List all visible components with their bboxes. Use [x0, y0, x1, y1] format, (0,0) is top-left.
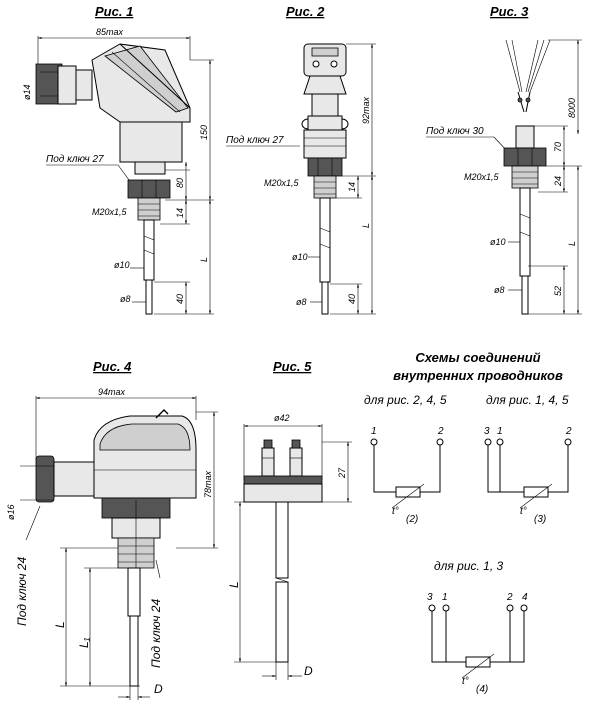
fig1-overall-dim: 85max: [96, 27, 124, 37]
fig4-L: L: [53, 621, 67, 628]
fig3-lead-dim: 8000: [567, 98, 577, 118]
connection-schemes: Схемы соединений внутренних проводников …: [364, 350, 572, 695]
figure-4: Рис. 4 94max ø16 78max Под ключ 24: [6, 359, 218, 700]
scheme3-caption: для рис. 1, 4, 5: [486, 393, 569, 407]
scheme2-note: (2): [406, 514, 418, 525]
scheme3-temp: t°: [520, 506, 527, 517]
scheme2-terminal-1: 1: [371, 426, 377, 437]
fig2-d10: ø10: [292, 252, 308, 262]
fig5-L: L: [227, 581, 241, 588]
fig3-wrench-label: Под ключ 30: [426, 126, 484, 137]
figure-4-title: Рис. 4: [93, 359, 132, 374]
figure-5-title: Рис. 5: [273, 359, 312, 374]
fig2-dim40: 40: [347, 294, 357, 304]
schemes-heading-line1: Схемы соединений: [415, 350, 540, 365]
fig5-d42: ø42: [274, 413, 290, 423]
figure-5: Рис. 5 ø42 27 L D: [227, 359, 352, 680]
fig2-dim14: 14: [347, 182, 357, 192]
fig3-L: L: [567, 241, 577, 246]
fig2-height-dim: 92max: [361, 96, 371, 124]
fig4-wrench-right: Под ключ 24: [149, 599, 163, 668]
scheme4-terminal-3: 3: [427, 592, 433, 603]
fig4-overall-dim: 94max: [98, 387, 126, 397]
scheme3-terminal-2: 2: [565, 426, 572, 437]
fig4-D: D: [154, 682, 163, 696]
fig4-L1: L₁: [77, 637, 91, 648]
figure-3-title: Рис. 3: [490, 4, 529, 19]
figure-1-title: Рис. 1: [95, 4, 133, 19]
fig3-dim24: 24: [553, 176, 563, 187]
scheme2-terminal-2: 2: [437, 426, 444, 437]
scheme2-caption: для рис. 2, 4, 5: [364, 393, 447, 407]
fig4-height-dim: 78max: [203, 470, 213, 498]
fig2-L: L: [361, 223, 371, 228]
scheme4-caption: для рис. 1, 3: [434, 559, 504, 573]
fig3-d8: ø8: [494, 285, 505, 295]
fig3-thread: M20x1,5: [464, 172, 500, 182]
fig5-dim27: 27: [337, 467, 347, 479]
fig1-wrench-label: Под ключ 27: [46, 154, 104, 165]
scheme4-terminal-2: 2: [506, 592, 513, 603]
fig2-thread: M20x1,5: [264, 178, 300, 188]
scheme4-temp: t°: [462, 676, 469, 687]
scheme4-terminal-4: 4: [522, 592, 528, 603]
figure-1: Рис. 1 85max ø14 150 Под ключ 27: [22, 4, 214, 315]
fig3-d10: ø10: [490, 237, 506, 247]
scheme4-note: (4): [476, 684, 488, 695]
fig1-d10: ø10: [114, 260, 130, 270]
fig4-d16: ø16: [6, 504, 16, 520]
fig2-d8: ø8: [296, 297, 307, 307]
fig4-wrench-left: Под ключ 24: [15, 557, 29, 626]
fig2-wrench-label: Под ключ 27: [226, 135, 284, 146]
figure-3: Рис. 3 8000 Под ключ 30 M20x1,5 70 24: [426, 4, 582, 315]
fig1-dim40: 40: [175, 294, 185, 304]
scheme3-terminal-3: 3: [484, 426, 490, 437]
fig1-d8: ø8: [120, 294, 131, 304]
scheme-3-wire: для рис. 1, 4, 5 3 1 2 t° (3): [484, 393, 572, 525]
fig1-thread: M20x1,5: [92, 207, 128, 217]
scheme-4-wire: для рис. 1, 3 3 1 2 4 t° (4): [427, 559, 528, 695]
fig1-L: L: [199, 257, 209, 262]
fig1-dim14: 14: [175, 208, 185, 218]
figure-2: Рис. 2 Под ключ 27 M20x1,5 92max 14: [226, 4, 376, 315]
scheme-2-wire: для рис. 2, 4, 5 1 2 t° (2): [364, 393, 447, 525]
fig1-dim80: 80: [175, 178, 185, 188]
figure-2-title: Рис. 2: [286, 4, 325, 19]
fig3-dim70: 70: [553, 142, 563, 152]
fig3-dim52: 52: [553, 286, 563, 296]
schemes-heading-line2: внутренних проводников: [393, 368, 563, 383]
fig5-D: D: [304, 664, 313, 678]
fig1-height-dim: 150: [199, 125, 209, 140]
scheme3-terminal-1: 1: [497, 426, 503, 437]
fig1-head-dia: ø14: [22, 84, 32, 100]
scheme2-temp: t°: [392, 506, 399, 517]
scheme3-note: (3): [534, 514, 546, 525]
scheme4-terminal-1: 1: [442, 592, 448, 603]
